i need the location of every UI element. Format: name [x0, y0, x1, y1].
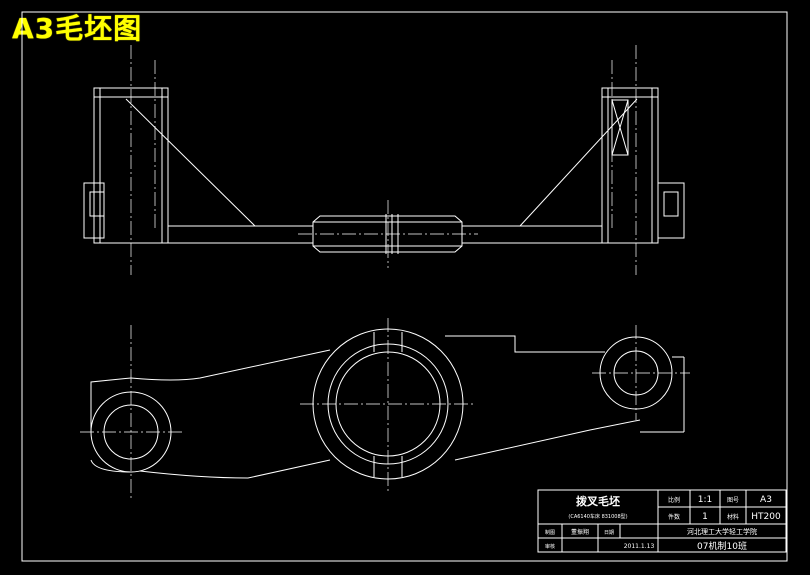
- sheet-size-label: 图号: [727, 497, 739, 504]
- part-name: 拨叉毛坯: [576, 494, 620, 508]
- front-view: [83, 45, 685, 275]
- school-name: 河北理工大学轻工学院: [687, 527, 757, 536]
- top-view: [80, 318, 690, 500]
- date-label: 日期: [604, 530, 614, 536]
- scale-value: 1:1: [698, 495, 712, 505]
- material-value: HT200: [751, 512, 781, 522]
- scale-label: 比例: [668, 496, 680, 504]
- drawn-label: 制图: [545, 529, 555, 536]
- class-info: 07机制10班: [697, 540, 747, 552]
- drawing-border: [21, 11, 788, 562]
- qty-label: 件数: [668, 513, 680, 521]
- title-block: 拨叉毛坯 (CA6140车床 831008型) 比例 1:1 图号 A3 件数 …: [537, 489, 787, 553]
- material-label: 材料: [727, 513, 739, 521]
- check-label: 审核: [545, 543, 555, 550]
- sheet-size-value: A3: [760, 495, 772, 505]
- sheet-label: A3毛坯图: [12, 12, 143, 45]
- part-subtitle: (CA6140车床 831008型): [568, 513, 627, 520]
- drawn-name: 董振翔: [571, 528, 589, 536]
- date-value: 2011.1.13: [624, 543, 655, 550]
- qty-value: 1: [702, 512, 708, 522]
